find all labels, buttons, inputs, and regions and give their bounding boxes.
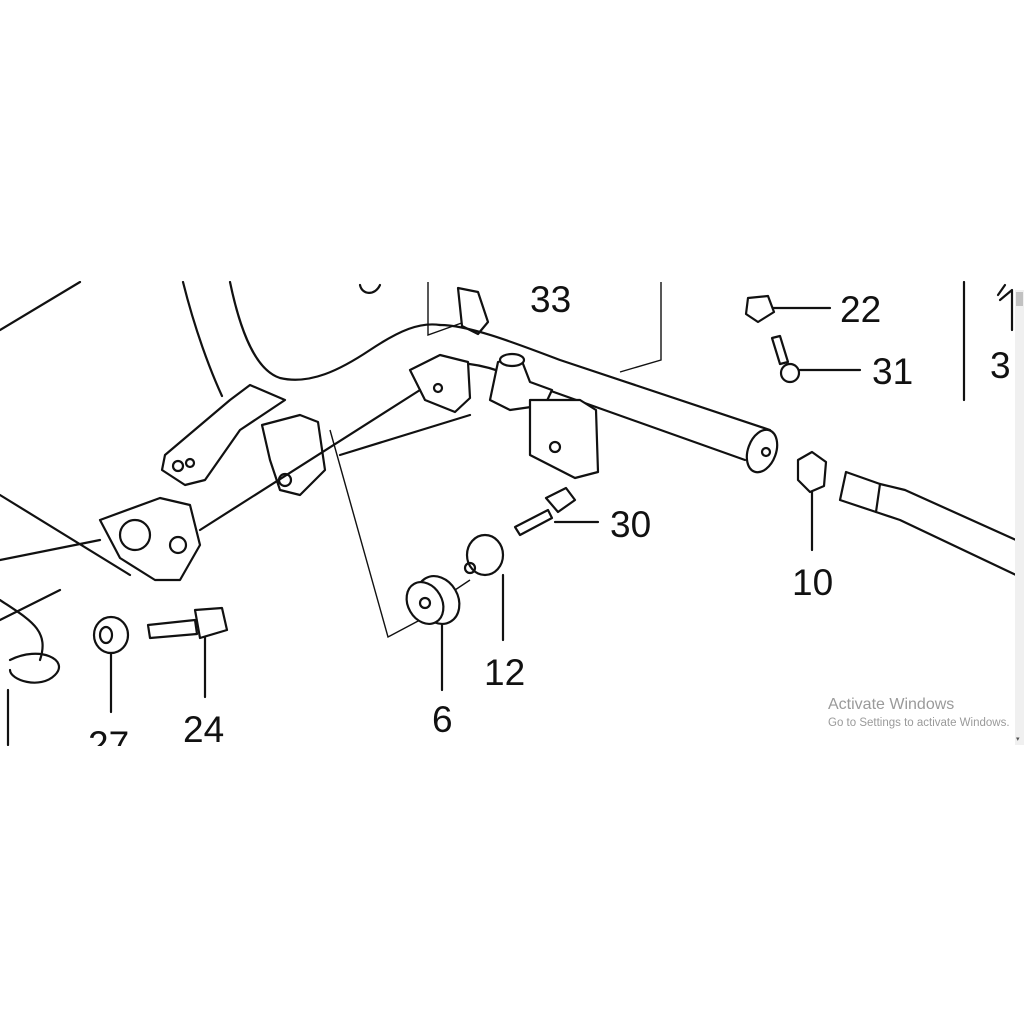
- callout-bracket: [619, 282, 662, 373]
- callout-24: 24: [183, 709, 224, 746]
- tube-hole: [760, 446, 772, 458]
- exploded-parts-diagram: 33 22 31 3 30 10 12 6 27 24: [0, 281, 1018, 746]
- grommet-hole: [418, 596, 432, 610]
- callout-3: 3: [990, 345, 1011, 386]
- watermark-subtitle: Go to Settings to activate Windows.: [828, 717, 1010, 729]
- crossbar-tube: [438, 323, 772, 432]
- bracket-hole: [432, 382, 444, 394]
- callout-22: 22: [840, 289, 881, 330]
- nut-part-10: [796, 450, 828, 494]
- handle-tube: [874, 482, 1018, 577]
- assembly-line: [454, 579, 471, 591]
- parts-diagram-viewport: 33 22 31 3 30 10 12 6 27 24: [0, 281, 1024, 746]
- plate-hole: [118, 518, 152, 552]
- scroll-down-arrow-icon[interactable]: ▾: [1016, 736, 1020, 743]
- bracket-nut: [548, 440, 562, 454]
- washer-hole: [98, 625, 114, 645]
- hinge-hole: [171, 459, 185, 473]
- spring-clip: [0, 598, 61, 684]
- collar-hole: [463, 561, 477, 575]
- clip-part-22: [744, 294, 776, 324]
- grommet-face: [405, 581, 445, 625]
- frame-outline: [228, 281, 442, 381]
- bolt-head: [193, 606, 229, 640]
- frame-outline: [181, 281, 224, 398]
- collar-part-12: [465, 533, 505, 577]
- partial-part-3: [996, 283, 1014, 332]
- callout-31: 31: [872, 351, 913, 392]
- callout-6: 6: [432, 699, 453, 740]
- vertical-scrollbar[interactable]: ▾: [1015, 290, 1024, 745]
- clip-part-33: [456, 286, 490, 336]
- handle-tube-end: [838, 470, 882, 514]
- pivot-bracket: [260, 413, 327, 497]
- frame-outline: [0, 281, 82, 332]
- fastener-fragment: [358, 283, 382, 294]
- callout-bracket: [329, 429, 421, 639]
- frame-outline: [0, 388, 472, 622]
- plate-hole: [168, 535, 188, 555]
- bolt-head: [544, 486, 577, 514]
- callout-27: 27: [88, 724, 129, 746]
- callout-12: 12: [484, 652, 525, 693]
- post-top: [498, 352, 526, 368]
- callout-10: 10: [792, 562, 833, 603]
- callout-33: 33: [530, 281, 571, 320]
- watermark-title: Activate Windows: [828, 696, 955, 713]
- callout-bracket: [427, 282, 471, 336]
- callout-30: 30: [610, 504, 651, 545]
- bolt-part-30: [513, 508, 554, 537]
- hinge-hole: [184, 457, 196, 469]
- bolt-part-24: [146, 618, 199, 640]
- screw-head: [779, 362, 801, 384]
- screw-part-31: [770, 334, 790, 366]
- lower-bracket: [528, 398, 600, 480]
- activate-windows-watermark: Activate Windows Go to Settings to activ…: [828, 696, 1010, 729]
- scrollbar-thumb[interactable]: [1016, 292, 1023, 306]
